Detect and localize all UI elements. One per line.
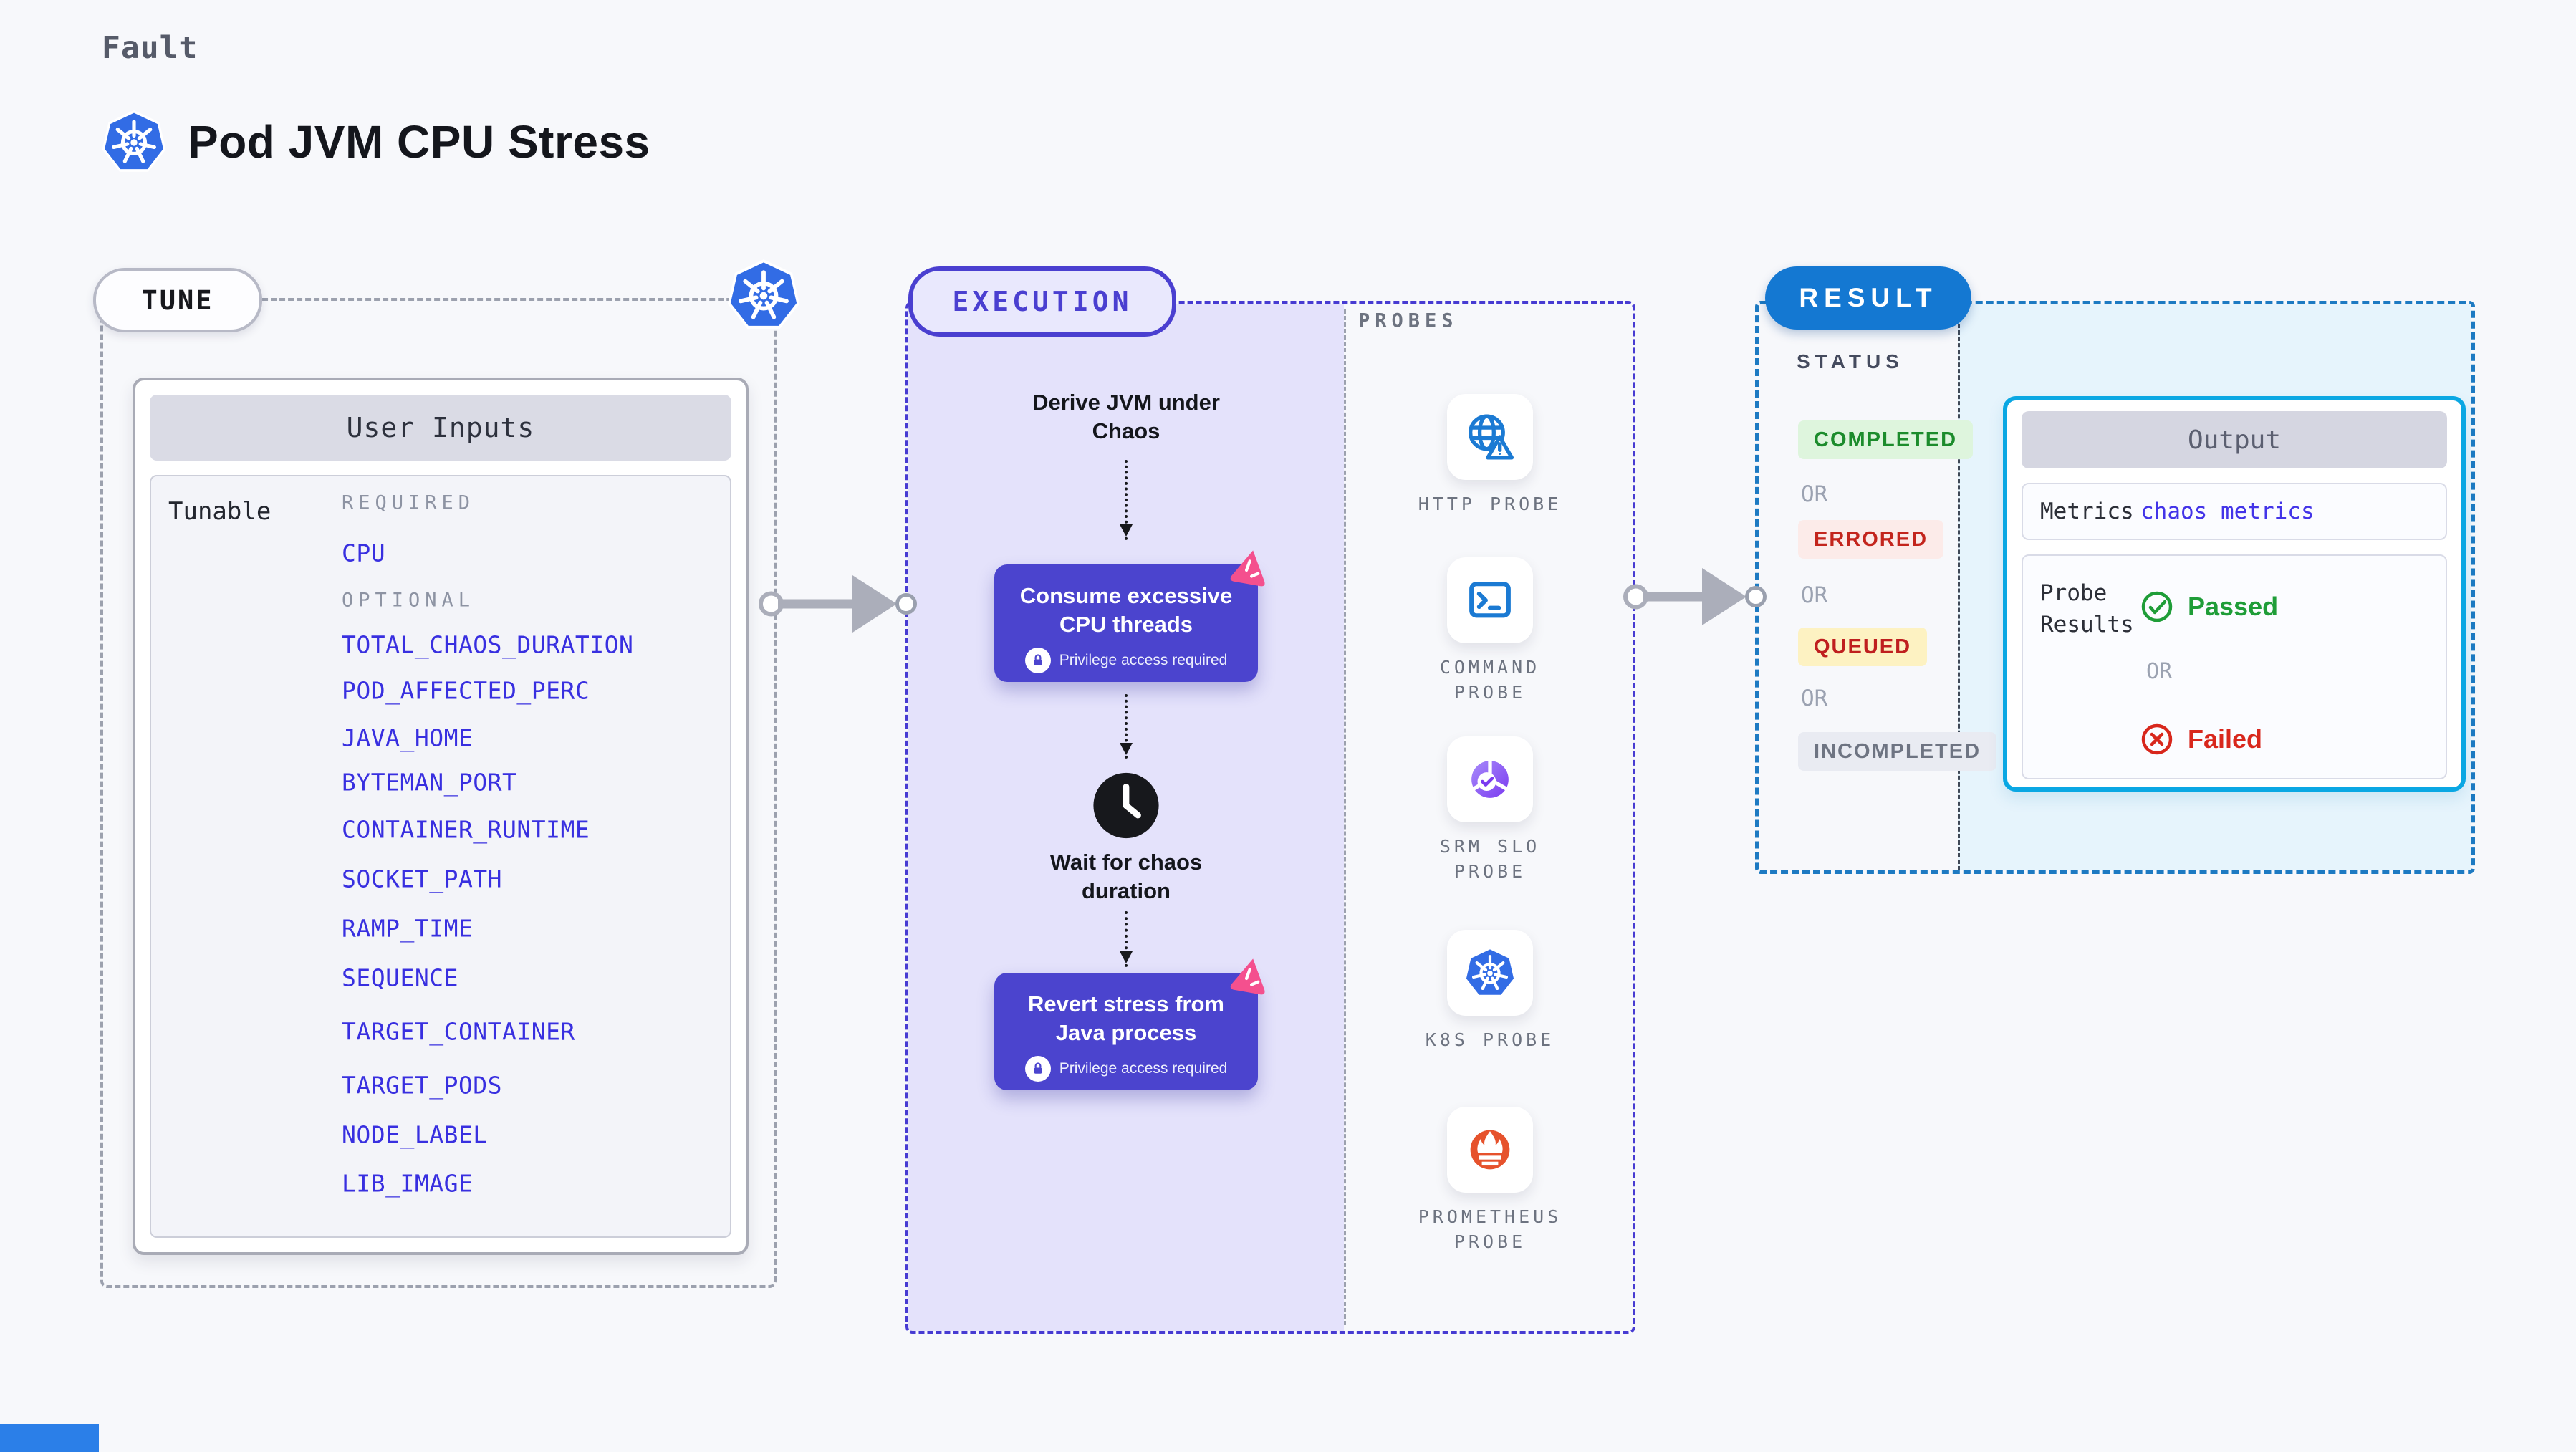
execution-badge: EXECUTION (908, 266, 1176, 337)
passed-label: Passed (2188, 592, 2279, 621)
failed-row: Failed (2140, 721, 2278, 757)
arrow-shaft (1643, 592, 1712, 602)
tune-badge: TUNE (93, 268, 262, 332)
param-ramp-time: RAMP_TIME (342, 914, 474, 943)
prometheus-probe-icon (1447, 1107, 1533, 1193)
flow-connector-arrow (1120, 911, 1133, 967)
privilege-note-text: Privilege access required (1059, 652, 1228, 668)
step-revert-label: Revert stress from Java process (1028, 991, 1224, 1045)
kubernetes-icon (100, 107, 168, 176)
user-inputs-title: User Inputs (150, 395, 731, 461)
privilege-note: Privilege access required (994, 648, 1258, 673)
execution-probes-divider (1344, 309, 1346, 1325)
tune-section-box (100, 298, 777, 1288)
status-column-label: STATUS (1797, 350, 1904, 372)
probe-item-command: COMMAND PROBE (1347, 557, 1633, 705)
user-inputs-card: User Inputs Tunable REQUIRED CPU OPTIONA… (133, 378, 749, 1255)
probe-item-k8s: K8S PROBE (1347, 930, 1633, 1052)
passed-row: Passed (2140, 589, 2278, 625)
step-wait-label: Wait for chaos duration (1049, 850, 1203, 903)
status-badge-errored: ERRORED (1798, 520, 1944, 559)
lock-icon (1024, 1056, 1051, 1082)
probe-label: PROMETHEUS PROBE (1418, 1206, 1562, 1252)
param-target-container: TARGET_CONTAINER (342, 1017, 575, 1046)
command-probe-icon (1447, 557, 1533, 643)
param-cpu: CPU (342, 539, 386, 567)
step-derive-label: Derive JVM under Chaos (1032, 390, 1220, 443)
flow-connector-arrow (1120, 694, 1133, 759)
execution-to-result-arrow (1623, 564, 1767, 630)
arrow-head (1702, 568, 1746, 625)
step-consume-node: Consume excessive CPU threads Privilege … (994, 550, 1265, 682)
srm-slo-probe-icon (1447, 736, 1533, 822)
probes-column-label: PROBES (1358, 309, 1458, 332)
lock-icon (1024, 648, 1051, 673)
privilege-note-text: Privilege access required (1059, 1060, 1228, 1077)
check-circle-icon (2141, 591, 2173, 622)
status-badge-queued: QUEUED (1798, 628, 1928, 666)
param-container-runtime: CONTAINER_RUNTIME (342, 815, 590, 844)
probe-item-prometheus: PROMETHEUS PROBE (1347, 1107, 1633, 1254)
or-separator: OR (1801, 481, 1828, 507)
param-byteman-port: BYTEMAN_PORT (342, 768, 517, 797)
param-node-label: NODE_LABEL (342, 1120, 488, 1149)
arrow-end-circle (1745, 586, 1767, 607)
status-badge-completed: COMPLETED (1798, 420, 1974, 459)
step-revert-node: Revert stress from Java process Privileg… (994, 958, 1265, 1090)
execution-flow: Derive JVM under Chaos Consume excessive… (908, 304, 1344, 1331)
metrics-value: chaos metrics (2140, 499, 2315, 524)
bottom-left-blue-artifact (0, 1424, 99, 1452)
param-socket-path: SOCKET_PATH (342, 865, 503, 893)
or-separator: OR (1801, 582, 1828, 608)
x-circle-icon (2141, 723, 2173, 755)
param-total-chaos-duration: TOTAL_CHAOS_DURATION (342, 630, 634, 659)
title-row: Pod JVM CPU Stress (100, 107, 650, 176)
required-section-label: REQUIRED (342, 491, 476, 514)
user-inputs-list: Tunable REQUIRED CPU OPTIONAL TOTAL_CHAO… (150, 475, 731, 1238)
http-probe-icon (1447, 394, 1533, 480)
or-separator: OR (2146, 659, 2173, 684)
flow-connector-arrow (1120, 460, 1133, 540)
step-consume-label: Consume excessive CPU threads (1019, 583, 1233, 637)
param-pod-affected-perc: POD_AFFECTED_PERC (342, 676, 590, 705)
output-card: Output Metrics chaos metrics Probe Resul… (2003, 396, 2466, 792)
probe-item-http: HTTP PROBE (1347, 394, 1633, 516)
output-title: Output (2022, 411, 2447, 468)
param-lib-image: LIB_IMAGE (342, 1169, 474, 1198)
param-target-pods: TARGET_PODS (342, 1071, 503, 1100)
probe-label: SRM SLO PROBE (1439, 836, 1541, 882)
clock-icon (1092, 771, 1161, 840)
status-badge-incompleted: INCOMPLETED (1798, 732, 1997, 771)
privilege-note: Privilege access required (994, 1056, 1258, 1082)
arrow-shaft (778, 599, 862, 609)
probe-label: K8S PROBE (1425, 1029, 1555, 1050)
param-java-home: JAVA_HOME (342, 723, 474, 752)
tunable-row-label: Tunable (168, 497, 271, 526)
arrow-end-circle (895, 593, 917, 615)
fault-kicker: Fault (102, 30, 198, 66)
probe-item-srm-slo: SRM SLO PROBE (1347, 736, 1633, 884)
probe-label: HTTP PROBE (1418, 494, 1562, 514)
tune-to-execution-arrow (759, 571, 917, 637)
probe-label: COMMAND PROBE (1439, 657, 1541, 703)
metrics-label: Metrics (2040, 499, 2134, 524)
or-separator: OR (1801, 686, 1828, 711)
optional-section-label: OPTIONAL (342, 589, 476, 612)
output-metrics-row: Metrics chaos metrics (2022, 483, 2447, 540)
output-probe-results-row: Probe Results Passed OR Failed (2022, 554, 2447, 779)
probe-results-label: Probe Results (2040, 580, 2134, 638)
execution-section-box: Derive JVM under Chaos Consume excessive… (905, 301, 1635, 1334)
arrow-head (852, 575, 897, 633)
k8s-probe-icon (1447, 930, 1533, 1016)
param-sequence: SEQUENCE (342, 963, 458, 992)
failed-label: Failed (2188, 724, 2263, 754)
page-title: Pod JVM CPU Stress (188, 116, 650, 168)
probe-results-values: Passed OR Failed (2140, 577, 2278, 778)
chaos-pinwheel-icon (1224, 542, 1275, 592)
kubernetes-icon (726, 256, 802, 334)
chaos-pinwheel-icon (1224, 951, 1275, 1001)
result-badge: RESULT (1765, 266, 1971, 330)
